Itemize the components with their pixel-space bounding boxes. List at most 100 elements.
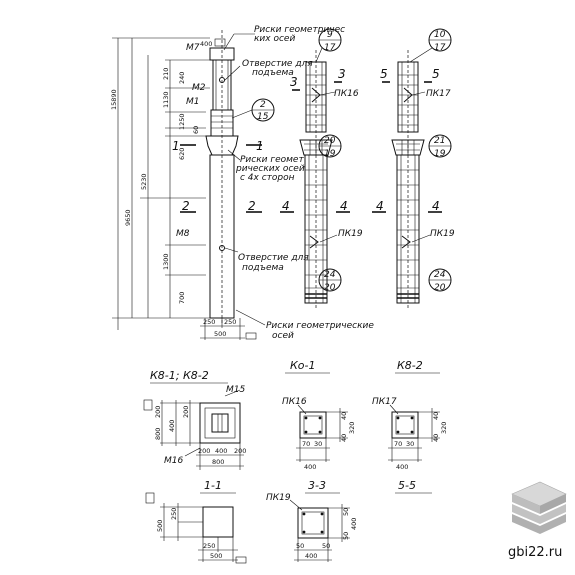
label-m1: М1 [186, 97, 200, 107]
callout-10-17-top: 10 [434, 30, 446, 40]
note-risk-mid-2: рических осей [235, 164, 305, 174]
callout-24-20a-top: 24 [324, 270, 336, 280]
callout-20-19a-top: 20 [324, 136, 336, 146]
callout-24-20b-top: 24 [434, 270, 446, 280]
note-risk-mid-1: Риски геомет [240, 155, 304, 165]
ko1-dim-2: 40 [340, 434, 348, 442]
dim-250b: 250 [224, 318, 236, 326]
label-m16: М16 [164, 456, 183, 466]
section-4-c: 4 [376, 199, 384, 213]
k82-dim-5: 400 [396, 463, 408, 471]
section-4-d: 4 [432, 199, 440, 213]
callout-2-15-top: 2 [260, 100, 266, 110]
k8-dim-4: 200 [198, 447, 210, 455]
cage-pk19a: ПК19 [338, 229, 363, 239]
k82-dim-3: 70 [394, 440, 402, 448]
ko1-dim-1: 320 [348, 422, 356, 434]
s33-pk: ПК19 [266, 493, 291, 503]
section-4-b: 4 [340, 199, 348, 213]
label-m15: М15 [226, 385, 245, 395]
note-risk-bot-2: осей [272, 331, 294, 341]
cage-pk19b: ПК19 [430, 229, 455, 239]
section-3-right: 3 [338, 67, 346, 81]
dim-500: 500 [214, 330, 226, 338]
callout-9-17-top: 9 [327, 30, 333, 40]
dim-1300: 1300 [162, 253, 170, 270]
section-1-left: 1 [172, 139, 180, 153]
k82-dim-4: 30 [406, 440, 414, 448]
gbi22-logo-icon [511, 481, 567, 534]
section-4-a: 4 [282, 199, 290, 213]
k8-dim-6: 400 [215, 447, 227, 455]
note-hole-bot-2: подъема [242, 263, 284, 273]
dim-1250: 1250 [178, 113, 186, 130]
cage-pk17: ПК17 [426, 89, 451, 99]
note-risk-top-1: Риски геометричес [254, 25, 345, 35]
dim-9650: 9650 [124, 209, 132, 226]
s33-dim-3: 50 [296, 542, 304, 550]
label-m7: М7 [186, 43, 200, 53]
ko1-dim-0: 40 [340, 412, 348, 420]
dim-1130: 1130 [162, 91, 170, 108]
k82-pk: ПК17 [372, 397, 397, 407]
s11-title: 1-1 [204, 479, 222, 492]
s11-dim-0: 500 [156, 520, 164, 532]
s33-dim-0: 50 [342, 508, 350, 516]
section-ko1 [285, 372, 348, 462]
k8-dim-2: 200 [182, 406, 190, 418]
cage-pk16: ПК16 [334, 89, 359, 99]
dim-240: 240 [178, 72, 186, 84]
section-5-right: 5 [432, 67, 440, 81]
dim-700: 700 [178, 292, 186, 304]
section-5-left: 5 [380, 67, 388, 81]
k82-dim-0: 40 [432, 412, 440, 420]
s33-dim-4: 400 [305, 552, 317, 560]
k82-title: К8-2 [397, 359, 423, 372]
k8-dim-3: 800 [154, 428, 162, 440]
k82-dim-2: 40 [432, 434, 440, 442]
section-1-right: 1 [256, 139, 264, 153]
dim-15890: 15890 [110, 89, 118, 110]
reinforcement-view-pk17 [391, 28, 452, 310]
dim-620: 620 [178, 148, 186, 160]
ko1-pk: ПК16 [282, 397, 307, 407]
note-hole-top-2: подъема [252, 68, 294, 78]
section-1-1 [145, 492, 247, 564]
ko1-dim-3: 70 [302, 440, 310, 448]
note-risk-mid-3: с 4х сторон [240, 173, 295, 183]
ko1-title: Ко-1 [290, 359, 316, 372]
note-risk-top-2: ких осей [254, 34, 295, 44]
s33-dim-5: 50 [322, 542, 330, 550]
section-2-right: 2 [248, 199, 256, 213]
callout-21-19-top: 21 [434, 136, 445, 146]
label-m2: М2 [192, 83, 206, 93]
note-risk-bot-1: Риски геометрические [266, 321, 374, 331]
s33-title: 3-3 [308, 479, 326, 492]
dim-400-top: 400 [200, 40, 212, 48]
callout-24-20b-bot: 20 [434, 283, 446, 293]
callout-20-19a-bot: 19 [324, 149, 336, 159]
k8-title: К8-1; К8-2 [150, 369, 209, 382]
note-hole-top-1: Отверстие для [242, 59, 313, 69]
section-k82 [388, 372, 440, 462]
s11-dim-3: 500 [210, 552, 222, 560]
column-elevation [112, 30, 275, 340]
note-hole-bot-1: Отверстие для [238, 253, 309, 263]
watermark-text: gbi22.ru [508, 545, 562, 560]
k8-dim-5: 200 [234, 447, 246, 455]
section-3-3 [289, 492, 350, 562]
s33-dim-2: 50 [342, 532, 350, 540]
callout-9-17-bot: 17 [324, 43, 336, 53]
callout-10-17-bot: 17 [434, 43, 446, 53]
k8-dim-7: 800 [212, 458, 224, 466]
s33-dim-1: 400 [350, 518, 358, 530]
dim-60: 60 [192, 126, 200, 134]
reinforcement-view-pk16 [299, 28, 342, 310]
dim-5230: 5230 [140, 173, 148, 190]
dim-210: 210 [162, 68, 170, 80]
ko1-dim-4: 30 [314, 440, 322, 448]
ko1-dim-5: 400 [304, 463, 316, 471]
callout-2-15-bot: 15 [257, 112, 269, 122]
section-3-left: 3 [290, 75, 298, 89]
